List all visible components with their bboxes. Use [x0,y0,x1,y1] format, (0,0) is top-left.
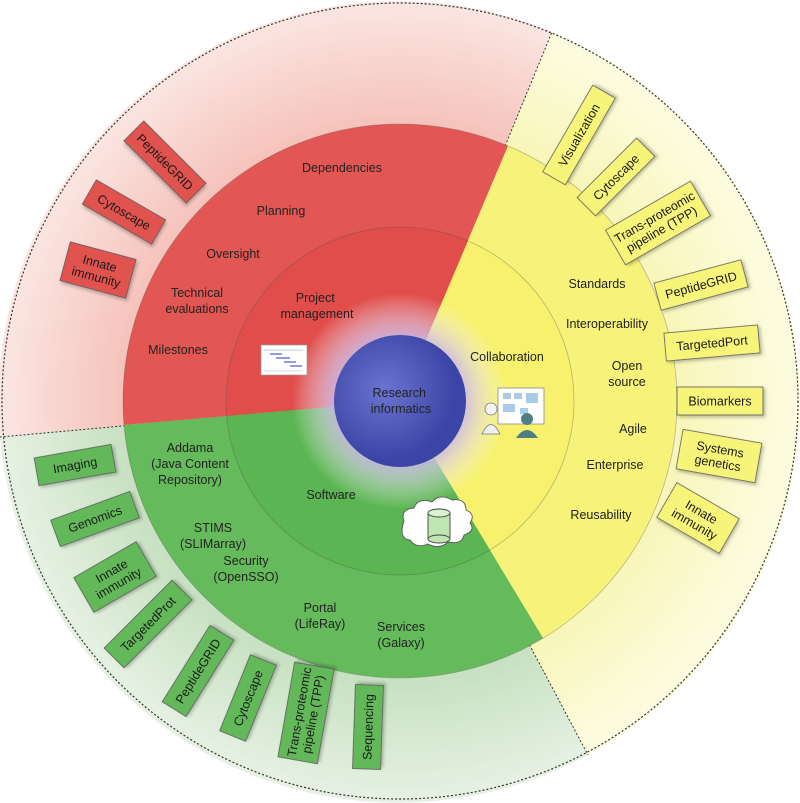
security-item: Security(OpenSSO) [213,554,278,584]
agile-item: Agile [619,422,647,436]
tab-box [542,84,616,186]
tab-box [277,661,335,765]
tab-label: Biomarkers [688,395,751,409]
planning-item: Planning [257,204,306,218]
tab-box [656,482,740,554]
standards-item: Standards [569,277,626,291]
collaboration-people-icon [481,387,545,438]
tab-box [676,386,764,416]
tab-box [219,654,277,742]
tab-box [81,179,167,245]
tab-box [653,259,749,311]
tab-label: TargetedPort [676,333,749,353]
tab-box [73,541,157,613]
tab-box [50,490,140,548]
yellow-tab-systems-genetics: Systemsgenetics [675,428,763,484]
reusability-item: Reusability [570,508,632,522]
portal-item: Portal(LifeRay) [295,601,346,631]
yellow-tab-targetedport: TargetedPort [663,324,761,362]
tab-label: Sequencing [360,694,376,761]
tab-box [123,120,207,204]
green-tab-imaging: Imaging [33,443,117,487]
gantt-chart-image [260,344,308,376]
services-item: Services(Galaxy) [377,620,425,650]
green-tab-innate-immunity: Innateimmunity [73,541,157,613]
tab-box [663,324,761,362]
software-label: Software [306,488,355,502]
tab-box [59,241,137,299]
tab-box [576,137,656,217]
oversight-item: Oversight [206,247,260,261]
project-management-label: Project management [281,291,354,321]
center-title: Research informatics [371,386,431,416]
tab-box [605,180,711,266]
stims-item: STIMS(SLIMarray) [180,521,246,551]
center-circle [334,335,466,467]
tab-box [675,428,763,484]
milestones-item: Milestones [148,343,208,357]
cloud-database-icon [401,496,473,547]
green-tab-sequencing: Sequencing [352,684,384,770]
interoperability-item: Interoperability [566,317,649,331]
yellow-tab-biomarkers: Biomarkers [676,386,764,416]
tab-box [103,579,193,669]
collaboration-label: Collaboration [470,350,544,364]
divider-red-yellow [399,31,553,402]
tab-box [352,684,384,770]
tab-box [33,443,117,487]
tab-box [161,624,235,718]
enterprise-item: Enterprise [587,458,644,472]
dependencies-item: Dependencies [302,161,382,175]
